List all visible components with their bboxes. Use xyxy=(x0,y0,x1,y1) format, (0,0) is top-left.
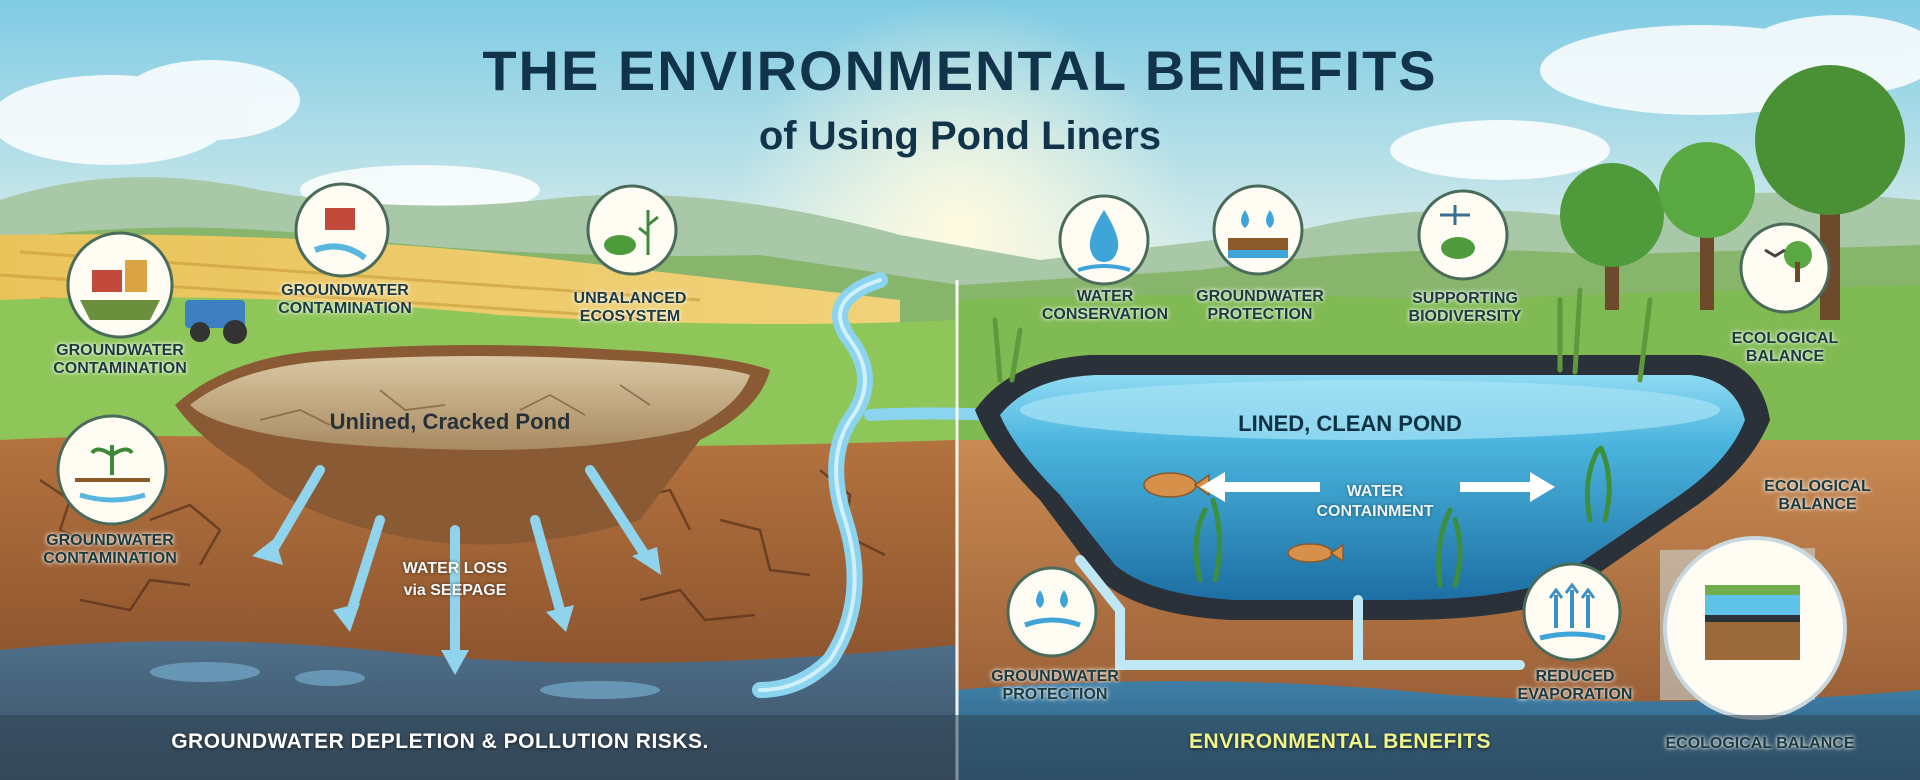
label-ecological-balance-mid: ECOLOGICAL BALANCE xyxy=(1764,478,1871,513)
puddles xyxy=(150,662,660,699)
label-ecological-balance-bottom: ECOLOGICAL BALANCE xyxy=(1665,735,1855,752)
label-unbalanced-ecosystem: UNBALANCED ECOSYSTEM xyxy=(573,290,687,325)
liner-layers-icon xyxy=(1660,536,1847,720)
sprout-roots-icon xyxy=(56,414,168,526)
label-supporting-biodiversity: SUPPORTING BIODIVERSITY xyxy=(1408,290,1522,325)
barn-stream-icon xyxy=(294,182,390,278)
label-contamination-top: GROUNDWATER CONTAMINATION xyxy=(278,282,412,317)
label-via-seepage: via SEEPAGE xyxy=(403,582,507,599)
page-title: THE ENVIRONMENTAL BENEFITS xyxy=(482,39,1438,102)
clouds xyxy=(0,15,1920,215)
label-contamination-left: GROUNDWATER CONTAMINATION xyxy=(53,342,187,377)
seepage-arrowheads xyxy=(252,538,661,675)
label-unlined-pond: Unlined, Cracked Pond xyxy=(329,409,571,434)
drops-ground-icon xyxy=(1212,184,1304,276)
label-ecological-balance-top: ECOLOGICAL BALANCE xyxy=(1731,330,1839,365)
stream-highlight xyxy=(758,278,882,692)
page-subtitle: of Using Pond Liners xyxy=(758,114,1162,158)
frog-plant-icon xyxy=(586,184,678,276)
evaporation-arrows-icon xyxy=(1522,562,1622,662)
drain-pipes xyxy=(1075,555,1525,670)
label-reduced-evaporation: REDUCED EVAPORATION xyxy=(1517,668,1633,703)
water-plants xyxy=(1193,445,1612,588)
frog-dragonfly-icon xyxy=(1417,189,1509,281)
mud-cracks xyxy=(259,384,651,426)
containment-arrows xyxy=(1200,472,1555,502)
label-water-loss: WATER LOSS xyxy=(402,560,508,577)
farm-icon xyxy=(66,231,174,339)
cracked-pond-mud xyxy=(190,356,750,450)
water-drop-icon xyxy=(1058,194,1150,286)
bird-tree-icon xyxy=(1739,222,1831,314)
drops-ground-icon-bottom xyxy=(1006,566,1098,658)
reeds xyxy=(992,287,1653,383)
fish xyxy=(1143,472,1344,563)
pond-surface xyxy=(1020,380,1720,440)
label-water-conservation: WATER CONSERVATION xyxy=(1041,288,1169,323)
label-groundwater-protection-top: GROUNDWATER PROTECTION xyxy=(1196,288,1324,323)
seepage-arrows xyxy=(265,465,650,660)
bottom-strip xyxy=(0,715,1920,780)
banner-left: GROUNDWATER DEPLETION & POLLUTION RISKS. xyxy=(171,730,709,753)
label-groundwater-protection-bottom: GROUNDWATER PROTECTION xyxy=(991,668,1119,703)
label-water: WATER xyxy=(1346,483,1404,500)
label-containment: CONTAINMENT xyxy=(1316,503,1434,520)
trees xyxy=(1560,65,1905,320)
label-contamination-lower: GROUNDWATER CONTAMINATION xyxy=(43,532,177,567)
label-lined-pond: LINED, CLEAN POND xyxy=(1238,411,1462,436)
banner-right: ENVIRONMENTAL BENEFITS xyxy=(1189,730,1491,753)
tractor xyxy=(185,300,247,344)
